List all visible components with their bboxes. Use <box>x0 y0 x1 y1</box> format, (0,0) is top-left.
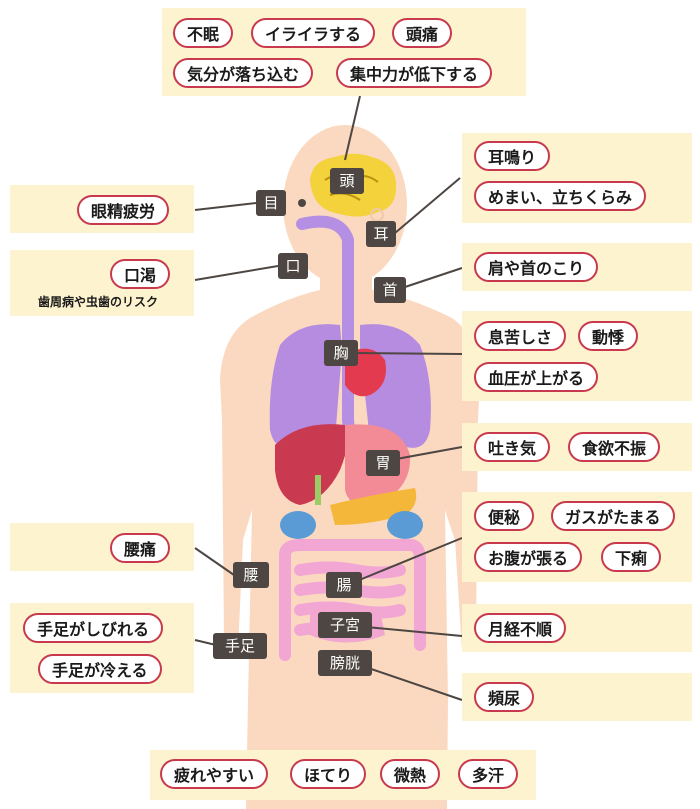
symptom-stiff-shoulders: 肩や首のこり <box>474 252 599 282</box>
connector-lines <box>194 95 463 701</box>
symptom-nausea: 吐き気 <box>474 432 551 462</box>
symptom-depressed-mood: 気分が落ち込む <box>173 58 314 88</box>
tag-mouth: 口 <box>278 253 308 279</box>
tag-head: 頭 <box>330 168 364 194</box>
symptom-high-blood-pressure: 血圧が上がる <box>474 362 599 392</box>
symptom-irritability: イライラする <box>251 18 376 48</box>
tag-eye: 目 <box>256 190 286 216</box>
symptom-palpitations: 動悸 <box>578 321 639 351</box>
liver-shape <box>275 424 348 505</box>
mouth-note: 歯周病や虫歯のリスク <box>38 295 159 309</box>
tag-chest: 胸 <box>324 340 358 366</box>
symptom-poor-concentration: 集中力が低下する <box>336 58 493 88</box>
tag-bladder: 膀胱 <box>318 650 372 676</box>
tag-intestine: 腸 <box>326 572 362 598</box>
kidney-left <box>280 511 316 539</box>
symptom-back-pain: 腰痛 <box>110 533 171 563</box>
symptom-breathlessness: 息苦しさ <box>474 321 567 351</box>
symptom-dizziness: めまい、立ちくらみ <box>474 181 647 211</box>
symptom-headache: 頭痛 <box>392 18 453 48</box>
symptom-dry-mouth: 口渇 <box>110 259 171 289</box>
tag-neck: 首 <box>374 277 406 303</box>
symptom-poor-appetite: 食欲不振 <box>568 432 661 462</box>
symptom-frequent-urination: 頻尿 <box>474 682 535 712</box>
symptom-eye-strain: 眼精疲労 <box>77 195 170 225</box>
symptom-gas: ガスがたまる <box>551 501 675 531</box>
symptom-irregular-menstruation: 月経不順 <box>474 613 567 643</box>
symptom-sweating: 多汗 <box>458 759 519 789</box>
lung-left <box>269 324 342 448</box>
symptom-insomnia: 不眠 <box>173 18 234 48</box>
tag-ear: 耳 <box>366 221 396 247</box>
tag-stomach: 胃 <box>366 450 400 476</box>
symptom-fatigue: 疲れやすい <box>160 759 269 789</box>
symptom-low-fever: 微熱 <box>380 759 441 789</box>
symptom-hot-flashes: ほてり <box>290 759 367 789</box>
symptom-numb-limbs: 手足がしびれる <box>23 613 164 643</box>
symptom-diarrhea: 下痢 <box>601 542 662 572</box>
tag-waist: 腰 <box>233 562 269 588</box>
symptom-bloating: お腹が張る <box>474 542 583 572</box>
tag-limbs: 手足 <box>213 633 267 659</box>
tag-uterus: 子宮 <box>318 612 372 638</box>
kidney-right <box>387 511 423 539</box>
symptom-constipation: 便秘 <box>474 501 535 531</box>
symptom-tinnitus: 耳鳴り <box>474 141 551 171</box>
symptom-cold-limbs: 手足が冷える <box>38 654 162 684</box>
